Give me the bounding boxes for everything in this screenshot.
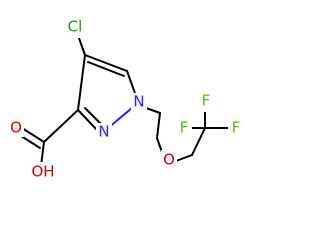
bond-c4-c5 bbox=[84, 54, 128, 72]
hydroxyl-group: OH bbox=[31, 163, 54, 181]
fluorine-atom-right: F bbox=[232, 119, 241, 137]
fluorine-atom-left: F bbox=[180, 119, 189, 137]
molecule-diagram: Cl N N O OH O F F F bbox=[8, 17, 244, 181]
fluorine-atom-top: F bbox=[202, 92, 211, 110]
bond-c5-n1 bbox=[126, 70, 137, 97]
bond-c-o-carbonyl bbox=[21, 127, 45, 143]
bond-c3-c4 bbox=[77, 54, 86, 111]
carbonyl-oxygen-atom: O bbox=[10, 119, 22, 137]
bond-ch2-cf3 bbox=[191, 127, 206, 156]
ether-oxygen-atom: O bbox=[163, 151, 175, 169]
bond-n1-ch2 bbox=[145, 107, 161, 114]
bond-o-ch2 bbox=[175, 154, 193, 162]
bond-c3-cooh bbox=[43, 109, 79, 143]
atom-labels: Cl N N O OH O F F F bbox=[8, 18, 244, 181]
nitrogen-atom-n2: N bbox=[98, 123, 109, 141]
bonds bbox=[17, 26, 231, 167]
bond-n2-c3-double bbox=[84, 107, 102, 125]
bond-ch2-segment bbox=[156, 112, 161, 139]
chlorine-atom: Cl bbox=[68, 18, 83, 36]
bond-n2-c3 bbox=[77, 109, 98, 131]
nitrogen-atom-n1: N bbox=[133, 93, 144, 111]
bond-c4-c5-double bbox=[87, 61, 125, 77]
